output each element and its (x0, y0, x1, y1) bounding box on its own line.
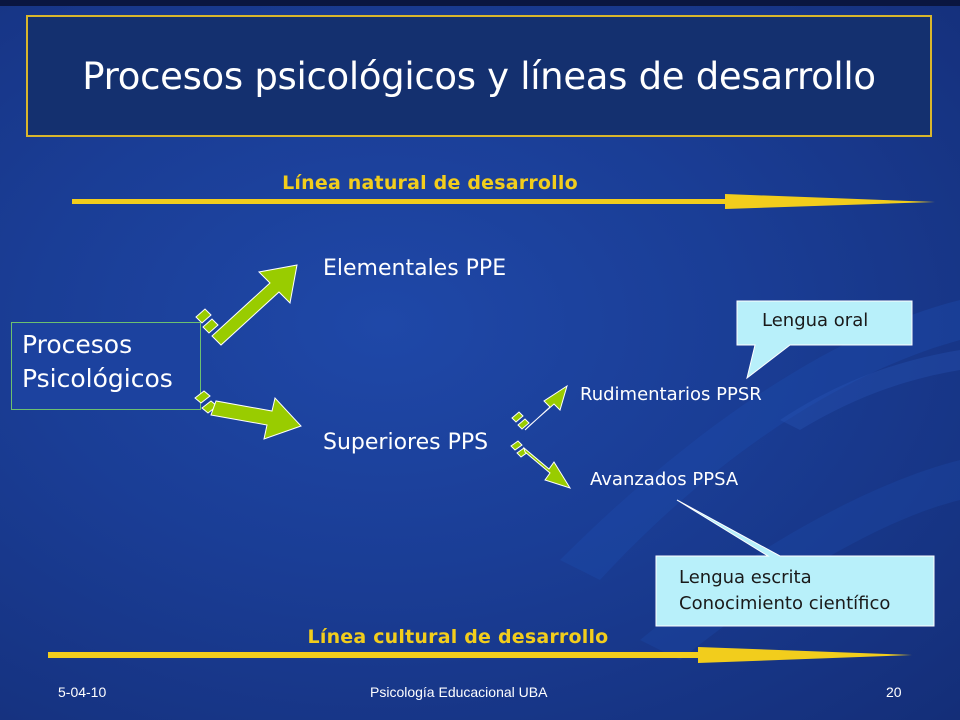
callout-oral-label: Lengua oral (762, 310, 869, 331)
natural-line-label: Línea natural de desarrollo (282, 172, 578, 194)
callout-oral-text: Lengua oral (762, 310, 868, 331)
callout-escrita-line2: Conocimiento científico (679, 593, 891, 614)
arrow-to-rudimentarios (511, 384, 568, 431)
top-bar (0, 0, 960, 6)
slide-title: Procesos psicológicos y líneas de desarr… (82, 54, 876, 98)
cultural-line-label: Línea cultural de desarrollo (307, 626, 609, 648)
processes-box-line1: Procesos (22, 330, 133, 359)
arrow-to-elementales (195, 264, 298, 346)
arrow-to-superiores (194, 390, 302, 440)
footer-page-number: 20 (886, 684, 902, 700)
callout-escrita-shape (655, 499, 935, 627)
processes-box: Procesos Psicológicos (11, 322, 201, 410)
processes-box-line2: Psicológicos (22, 364, 173, 393)
avanzados-label: Avanzados PPSA (590, 469, 739, 490)
superiores-label: Superiores PPS (323, 430, 489, 455)
footer-center: Psicología Educacional UBA (370, 684, 548, 700)
footer-date: 5-04-10 (58, 684, 107, 700)
callout-escrita-text: Lengua escrita Conocimiento científico (679, 565, 890, 617)
arrow-to-avanzados (510, 440, 572, 489)
callout-escrita-line1: Lengua escrita (679, 567, 812, 588)
title-box: Procesos psicológicos y líneas de desarr… (26, 15, 932, 137)
rudimentarios-label: Rudimentarios PPSR (580, 384, 762, 405)
callout-oral-shape (736, 300, 913, 380)
elementales-label: Elementales PPE (323, 256, 507, 281)
